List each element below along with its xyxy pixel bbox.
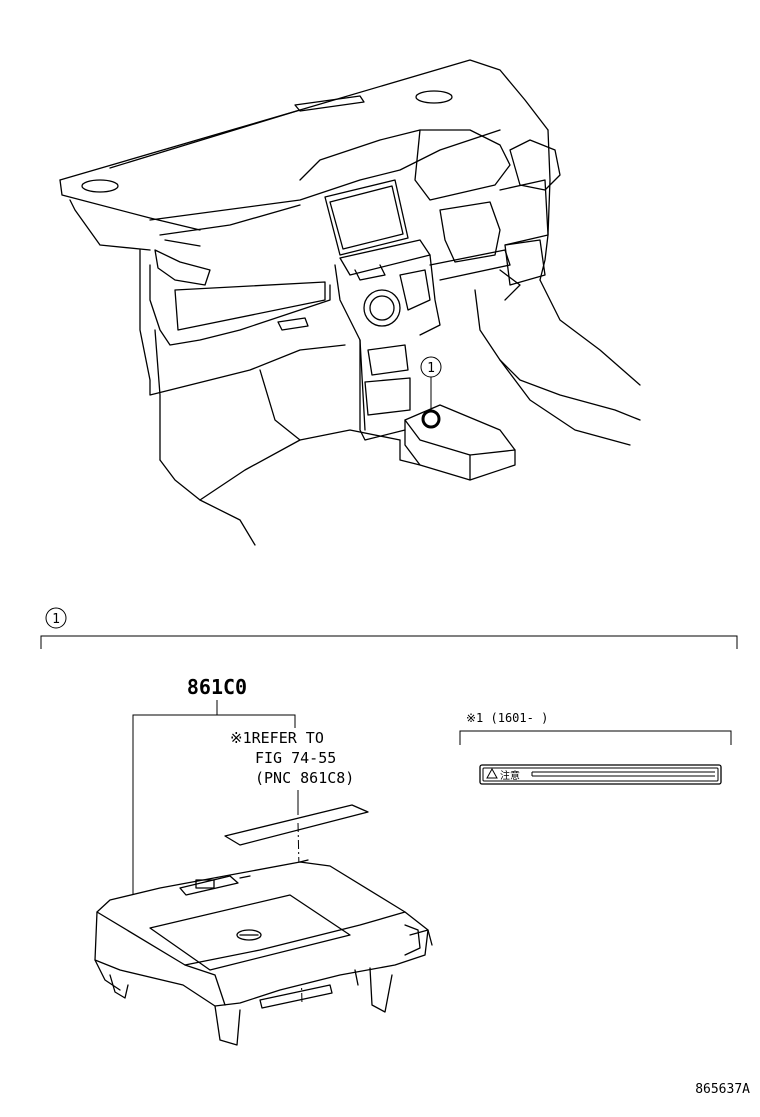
console-box-drawing — [94, 859, 433, 1046]
warning-triangle-icon — [486, 767, 498, 779]
part-number: 861C0 — [187, 675, 247, 699]
location-marker-icon — [421, 409, 441, 429]
variant-block: ※1 (1601- ) 注意 — [459, 711, 732, 785]
section-callout-number: 1 — [52, 612, 60, 627]
label-plate — [479, 764, 722, 785]
variant-label: ※1 (1601- ) — [466, 711, 548, 725]
refer-line-1: ※1REFER TO — [230, 729, 324, 747]
caution-label-text: 注意 — [500, 769, 520, 782]
figure-id: 865637A — [695, 1082, 750, 1097]
section-bracket: 1 — [40, 607, 738, 649]
callout-number: 1 — [427, 361, 435, 376]
part-number-block: 861C0 — [132, 675, 296, 895]
refer-line-3: (PNC 861C8) — [255, 769, 354, 787]
refer-to-note: ※1REFER TO FIG 74-55 (PNC 861C8) — [230, 729, 354, 815]
refer-line-2: FIG 74-55 — [255, 749, 336, 767]
dashboard-illustration — [59, 59, 641, 546]
callout-1-dashboard: 1 — [420, 356, 442, 429]
